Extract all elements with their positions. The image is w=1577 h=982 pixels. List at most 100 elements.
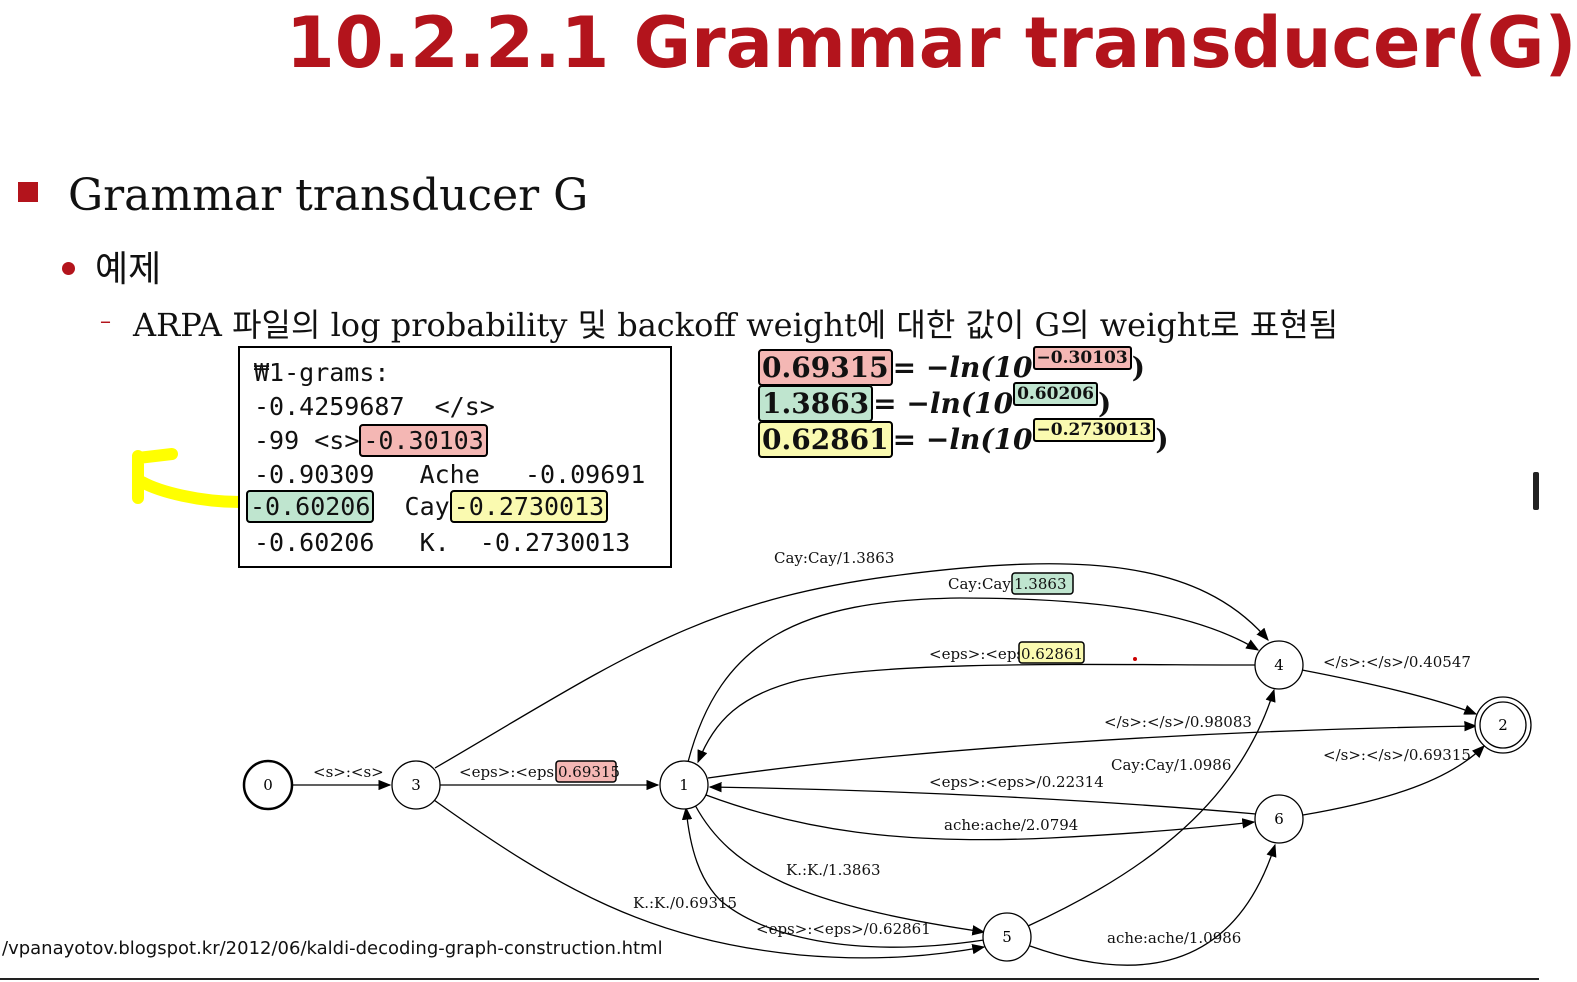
state-1: 1 — [659, 760, 709, 810]
edge-3-4 — [434, 563, 1269, 769]
arpa-logprob-highlight-green: -0.60206 — [246, 490, 375, 523]
red-dot-mark — [1133, 657, 1137, 661]
state-3: 3 — [391, 760, 441, 810]
state-5: 5 — [982, 912, 1032, 962]
edge-4-1 — [697, 663, 1256, 764]
slide-title: 10.2.2.1 Grammar transducer(G) — [286, 2, 1577, 84]
arpa-backoff-highlight-red: -0.30103 — [359, 424, 488, 457]
bullet-level3-text: ARPA 파일의 log probability 및 backoff weigh… — [133, 306, 1339, 344]
edge-weight-3-1: 0.69315 — [558, 763, 620, 781]
svg-text:5: 5 — [1002, 928, 1012, 946]
bullet-level1: Grammar transducer G — [18, 170, 588, 221]
arpa-backoff-highlight-yellow: -0.2730013 — [449, 490, 609, 523]
arpa-unigram-box: ₩1-grams: -0.4259687 </s> -99 <s>-0.3010… — [238, 346, 672, 568]
equation-lhs: 0.62861 — [758, 421, 893, 458]
bullet-level1-text: Grammar transducer G — [68, 170, 589, 221]
svg-text:3: 3 — [411, 776, 421, 794]
arpa-logprob: -0.60206 — [254, 528, 375, 557]
yellow-arrow-annotation — [132, 448, 246, 508]
svg-text:6: 6 — [1274, 810, 1284, 828]
edge-label-1-5: K.:K./1.3863 — [786, 861, 881, 879]
bullet-level2-text: 예제 — [95, 249, 162, 290]
arpa-row: -0.60206 Cay-0.2730013 — [246, 490, 609, 523]
edge-weight-1-4: 1.3863 — [1014, 575, 1067, 593]
arpa-word: Cay — [404, 492, 450, 521]
edge-label-1-4: Cay:Cay/ — [948, 575, 1017, 593]
arpa-logprob: -0.90309 — [254, 460, 375, 489]
edge-label-3-1: <eps>:<eps>/ — [459, 763, 573, 781]
edge-label-3-4: Cay:Cay/1.3863 — [774, 549, 894, 567]
state-0: 0 — [242, 759, 294, 811]
edge-label-6-2: </s>:</s>/0.69315 — [1323, 746, 1471, 764]
state-6: 6 — [1254, 794, 1304, 844]
edge-weight-highlight-yellow — [1018, 641, 1085, 664]
arpa-logprob: -0.4259687 — [254, 392, 405, 421]
equation-exponent: 0.60206 — [1013, 382, 1098, 406]
equation-mid: = −ln(10 — [892, 351, 1033, 384]
edge-label-5-1: <eps>:<eps>/0.62861 — [756, 920, 931, 938]
arpa-row: -99 <s>-0.30103 — [254, 424, 488, 457]
arpa-row: -0.90309 Ache -0.09691 — [254, 460, 645, 489]
arpa-logprob: -99 — [254, 426, 300, 455]
equation-red: 0.69315= −ln(10−0.30103) — [758, 346, 1145, 386]
edge-label-6-1: <eps>:<eps>/0.22314 — [929, 773, 1104, 791]
state-2-final: 2 — [1474, 696, 1532, 754]
edge-weight-highlight-red — [555, 760, 617, 783]
bullet-level2: 예제 — [62, 240, 161, 292]
equation-close: ) — [1155, 423, 1169, 456]
edge-weight-highlight-green — [1011, 572, 1074, 595]
bullet-level3: –ARPA 파일의 log probability 및 backoff weig… — [100, 300, 1338, 346]
edge-1-5 — [694, 804, 986, 936]
edge-1-4 — [687, 597, 1260, 763]
equation-yellow: 0.62861= −ln(10−0.2730013) — [758, 418, 1169, 458]
edge-3-5 — [433, 799, 986, 959]
state-4: 4 — [1254, 640, 1304, 690]
equation-lhs: 0.69315 — [758, 349, 893, 386]
equation-exponent: −0.2730013 — [1032, 418, 1156, 442]
edge-label-4-2: </s>:</s>/0.40547 — [1323, 653, 1471, 671]
arpa-backoff: -0.09691 — [524, 460, 646, 489]
arpa-row: -0.4259687 </s> — [254, 392, 495, 421]
edge-label-4-1: <eps>:<eps>/ — [929, 645, 1043, 663]
arpa-word: </s> — [434, 392, 495, 421]
equation-close: ) — [1131, 351, 1145, 384]
svg-text:0: 0 — [263, 776, 273, 794]
edge-1-6 — [705, 794, 1256, 841]
edge-weight-4-1: 0.62861 — [1021, 645, 1083, 663]
equation-mid: = −ln(10 — [873, 387, 1014, 420]
arpa-header: ₩1-grams: — [254, 358, 390, 387]
edge-label-5-4: Cay:Cay/1.0986 — [1111, 756, 1231, 774]
equation-lhs: 1.3863 — [758, 385, 874, 422]
edge-label-1-6: ache:ache/2.0794 — [944, 816, 1078, 834]
arpa-word: K. — [419, 528, 450, 557]
edge-label-1-2: </s>:</s>/0.98083 — [1104, 713, 1252, 731]
edge-4-2 — [1301, 669, 1478, 715]
svg-text:4: 4 — [1274, 656, 1284, 674]
edge-5-4 — [1027, 688, 1276, 927]
arpa-word: Ache — [419, 460, 480, 489]
dash-bullet-icon: – — [100, 309, 111, 334]
equation-close: ) — [1097, 387, 1112, 420]
edge-label-3-5: K.:K./0.69315 — [633, 894, 737, 912]
edge-label-0-3: <s>:<s> — [313, 763, 384, 781]
equation-exponent: −0.30103 — [1032, 346, 1132, 370]
edge-label-5-6: ache:ache/1.0986 — [1107, 929, 1241, 947]
fst-graph: 0 3 1 4 2 6 5 <s>:<s> <eps>:<eps>/ 0.693… — [242, 549, 1532, 966]
arpa-backoff: -0.2730013 — [479, 528, 631, 557]
square-bullet-icon — [18, 182, 38, 202]
arpa-word: <s> — [314, 426, 360, 455]
edge-5-1 — [681, 806, 985, 948]
equation-mid: = −ln(10 — [892, 423, 1033, 456]
footer-divider — [0, 978, 1539, 980]
edge-6-2 — [1302, 745, 1485, 816]
source-url: /vpanayotov.blogspot.kr/2012/06/kaldi-de… — [2, 938, 663, 959]
edge-1-2 — [707, 720, 1478, 779]
side-edge-mark — [1533, 472, 1539, 510]
arpa-row: -0.60206 K. -0.2730013 — [254, 528, 630, 557]
edge-6-1 — [708, 781, 1257, 815]
svg-text:2: 2 — [1498, 716, 1508, 734]
svg-text:1: 1 — [679, 776, 689, 794]
edge-5-6 — [1029, 843, 1277, 966]
round-bullet-icon — [62, 262, 75, 275]
